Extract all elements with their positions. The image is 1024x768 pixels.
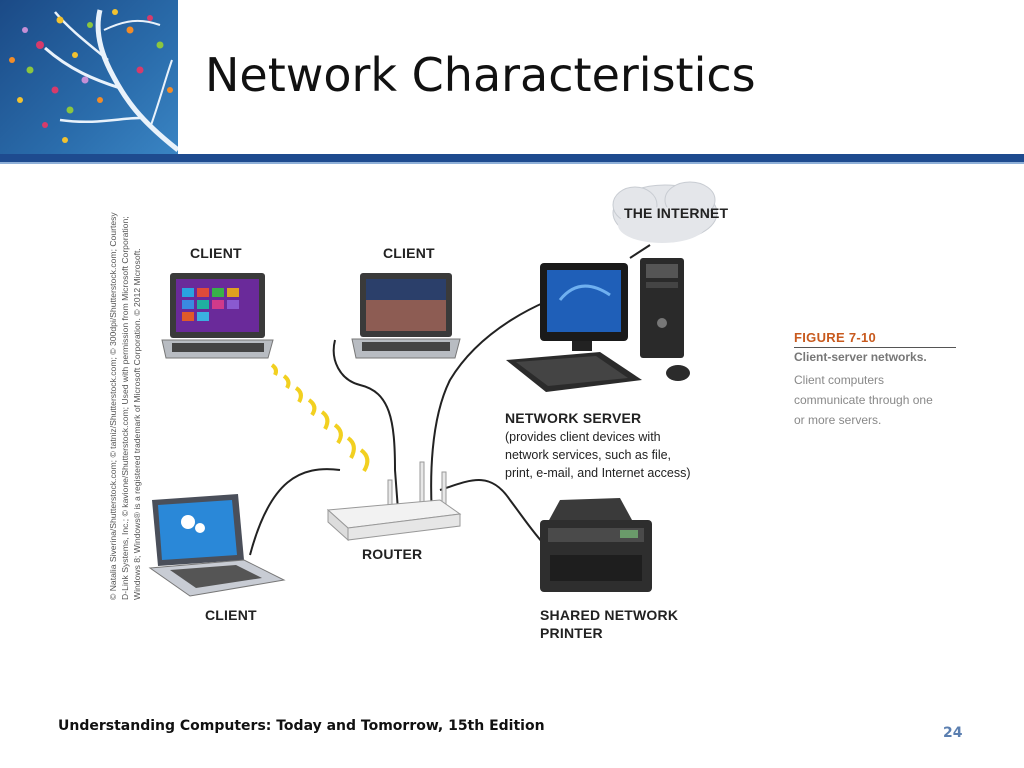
footer-text: Understanding Computers: Today and Tomor…	[58, 718, 545, 734]
credit-line: D-Link Systems, Inc.; © kavione/Shutters…	[120, 216, 130, 600]
internet-label: THE INTERNET	[624, 205, 729, 221]
credit-line: © Natalia Siverina/Shutterstock.com; © t…	[108, 212, 118, 600]
figure-number: FIGURE 7-10	[794, 330, 877, 345]
router-device	[326, 461, 462, 542]
router-label: ROUTER	[362, 546, 423, 562]
network-server-description: (provides client devices with network se…	[505, 428, 691, 482]
printer-label-line1: SHARED NETWORK	[540, 607, 679, 623]
description-line: (provides client devices with	[505, 430, 661, 444]
internet-cloud-icon	[612, 181, 718, 243]
page-number: 24	[943, 725, 963, 741]
image-credit: © Natalia Siverina/Shutterstock.com; © t…	[107, 180, 143, 600]
header-rule-accent	[0, 162, 1024, 164]
client-laptop-2	[351, 273, 461, 359]
credit-line: Windows 8; Windows® is a registered trad…	[132, 248, 142, 600]
tree-illustration	[9, 9, 178, 152]
client-label-bottom: CLIENT	[205, 607, 257, 623]
header-rule	[0, 154, 1024, 163]
printer-device	[540, 498, 652, 592]
figure-caption-title: Client-server networks.	[794, 350, 927, 364]
client-laptop-3	[148, 494, 286, 597]
client-label-middle: CLIENT	[383, 245, 435, 261]
description-line: print, e-mail, and Internet access)	[505, 466, 691, 480]
figure-caption-text: Client computers communicate through one…	[794, 373, 933, 427]
client-server-network-figure	[148, 181, 718, 597]
description-line: network services, such as file,	[505, 448, 672, 462]
network-server-label: NETWORK SERVER	[505, 410, 642, 426]
slide-title: Network Characteristics	[205, 48, 756, 102]
network-server-computer	[506, 258, 690, 392]
client-laptop-1	[161, 273, 274, 359]
caption-divider	[794, 347, 956, 348]
printer-label-line2: PRINTER	[540, 625, 603, 641]
client-label-left: CLIENT	[190, 245, 242, 261]
header-tree-graphic	[0, 0, 178, 158]
wireless-signal-icon	[270, 363, 370, 473]
